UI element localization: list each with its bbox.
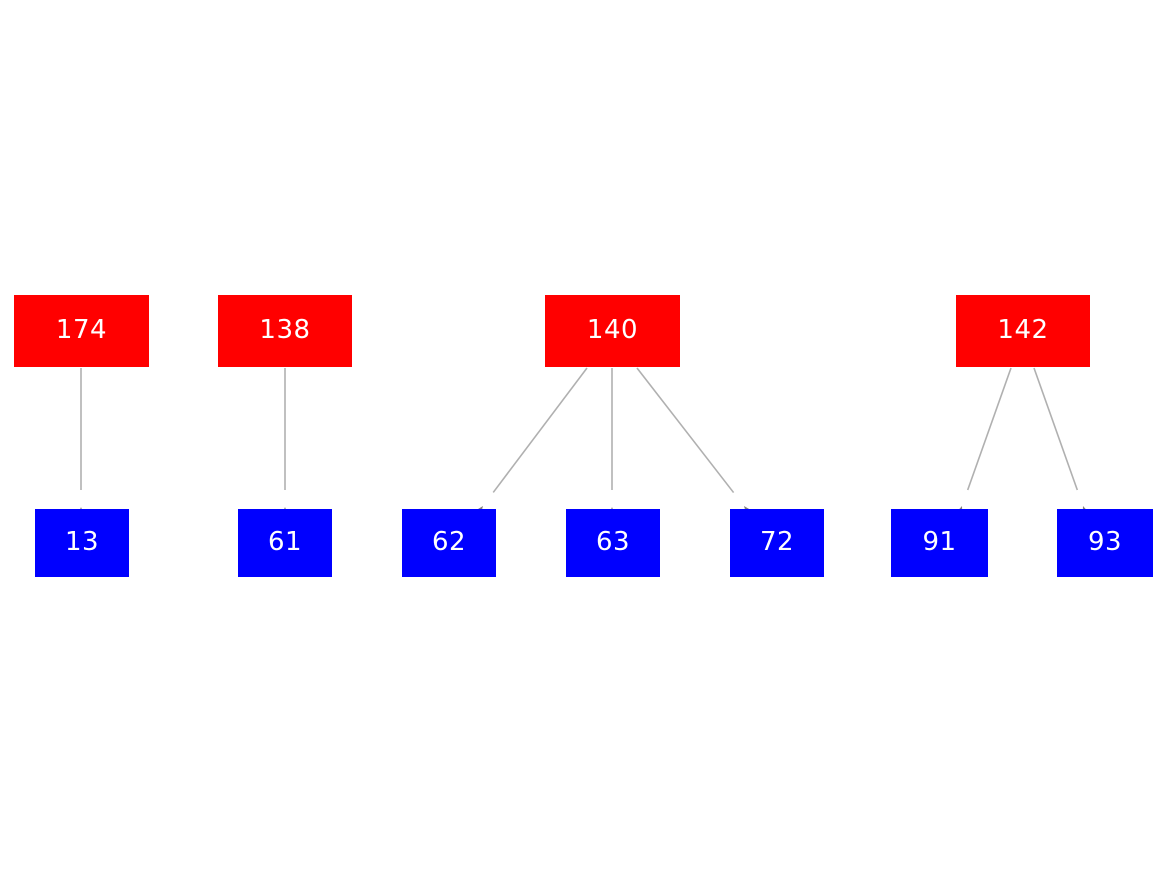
graph-node-13[interactable]: 13 bbox=[35, 509, 129, 577]
graph-node-72[interactable]: 72 bbox=[730, 509, 824, 577]
graph-node-140[interactable]: 140 bbox=[545, 295, 680, 367]
graph-edge bbox=[966, 367, 1012, 491]
graph-node-63[interactable]: 63 bbox=[566, 509, 660, 577]
graph-edge bbox=[636, 367, 735, 494]
node-label: 138 bbox=[259, 315, 311, 345]
node-label: 174 bbox=[55, 315, 108, 345]
graph-node-142[interactable]: 142 bbox=[956, 295, 1090, 367]
graph-node-61[interactable]: 61 bbox=[238, 509, 332, 577]
graph-node-138[interactable]: 138 bbox=[218, 295, 352, 367]
node-label: 93 bbox=[1087, 527, 1123, 557]
edge-line bbox=[1033, 367, 1079, 491]
graph-node-62[interactable]: 62 bbox=[402, 509, 496, 577]
graph-node-93[interactable]: 93 bbox=[1057, 509, 1153, 577]
graph-edge bbox=[492, 367, 588, 493]
edge-line bbox=[492, 367, 588, 493]
node-label: 13 bbox=[64, 527, 100, 557]
edge-line bbox=[966, 367, 1012, 491]
graph-edge bbox=[1033, 367, 1079, 491]
node-label: 72 bbox=[759, 527, 795, 557]
node-label: 63 bbox=[595, 527, 631, 557]
node-label: 142 bbox=[997, 315, 1049, 345]
node-label: 140 bbox=[586, 315, 639, 345]
graph-node-91[interactable]: 91 bbox=[891, 509, 988, 577]
edge-line bbox=[636, 367, 735, 494]
node-label: 61 bbox=[267, 527, 303, 557]
node-label: 91 bbox=[922, 527, 957, 557]
graph-node-174[interactable]: 174 bbox=[14, 295, 149, 367]
node-label: 62 bbox=[431, 527, 467, 557]
